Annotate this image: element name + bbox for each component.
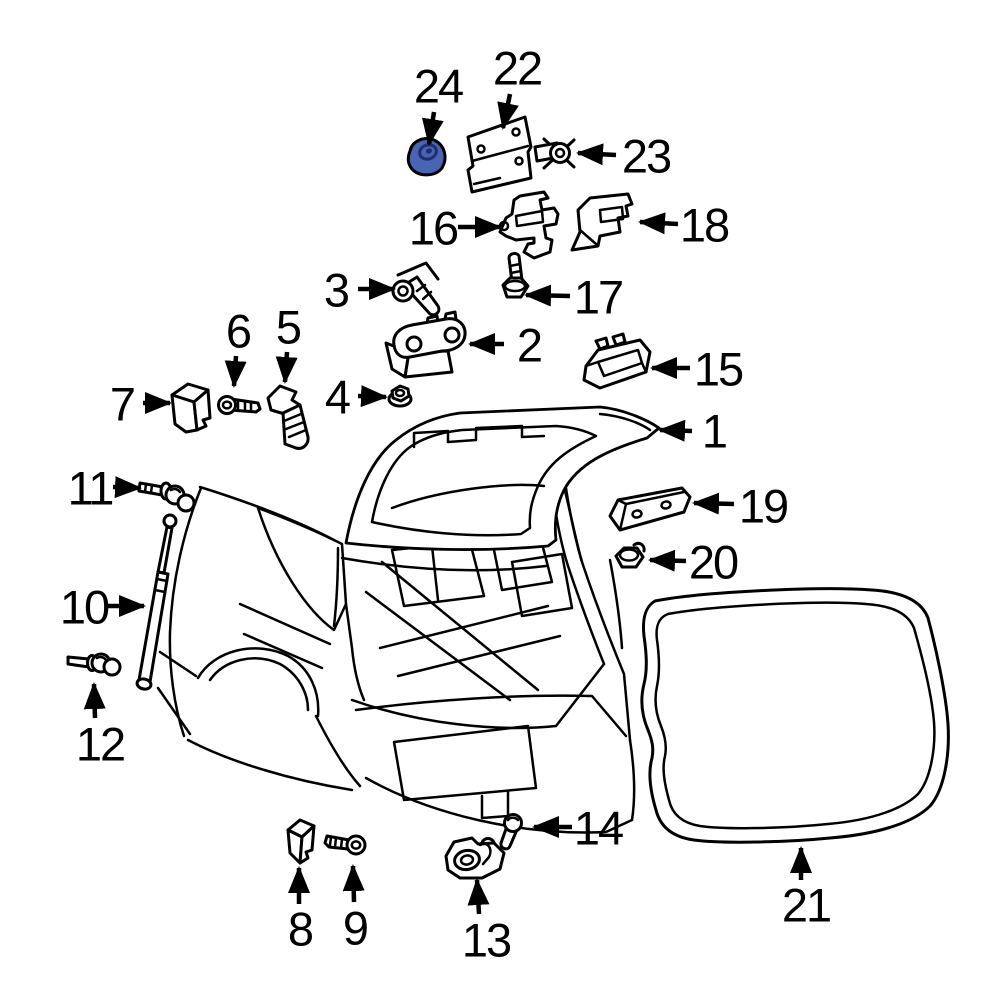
part-22-bracket-plate-icon — [466, 115, 533, 194]
callout-arrow-22 — [497, 93, 519, 130]
part-13-latch-striker-icon — [444, 836, 506, 880]
part-4-flanged-nut-icon — [387, 384, 413, 408]
callout-arrow-24 — [421, 111, 444, 146]
part-9-screw-icon — [323, 834, 367, 856]
callout-arrow-4 — [357, 385, 388, 408]
part-2-hinge-icon — [384, 310, 467, 379]
part-16-latch-assembly-icon — [498, 190, 560, 260]
callout-number-11: 11 — [68, 462, 113, 515]
callout-number-9: 9 — [343, 902, 367, 955]
callout-number-10: 10 — [60, 581, 109, 634]
callout-number-5: 5 — [276, 301, 301, 354]
callout-number-17: 17 — [574, 271, 622, 324]
part-8-wedge-block-icon — [286, 818, 316, 865]
part-19-striker-bar-icon — [608, 486, 692, 532]
callout-arrow-5 — [275, 351, 298, 384]
callout-number-22: 22 — [493, 42, 541, 95]
callout-number-23: 23 — [622, 130, 671, 183]
callout-number-21: 21 — [782, 879, 830, 932]
callout-number-24: 24 — [414, 60, 463, 113]
callout-arrow-23 — [576, 143, 617, 166]
callout-arrow-11 — [112, 476, 142, 499]
callout-number-6: 6 — [226, 305, 251, 358]
callout-arrow-17 — [524, 284, 571, 307]
callout-arrow-9 — [342, 864, 365, 903]
callout-arrow-12 — [83, 682, 106, 719]
callout-arrow-13 — [467, 878, 490, 915]
part-3-bolt-with-clip-icon — [391, 261, 441, 317]
callout-number-13: 13 — [462, 914, 511, 967]
part-17-stud-bolt-icon — [501, 252, 530, 299]
part-18-bracket-icon — [570, 192, 634, 252]
part-10-gas-strut-icon — [135, 513, 178, 691]
callout-arrow-6 — [224, 355, 247, 388]
callout-arrow-20 — [648, 549, 687, 572]
part-24-grommet-icon — [406, 137, 447, 177]
part-12-ball-stud-icon — [66, 652, 122, 677]
part-20-hex-nut-icon — [614, 541, 646, 569]
part-7-wedge-block-icon — [170, 382, 212, 434]
callout-arrow-1 — [658, 419, 693, 442]
part-14-shoulder-bolt-icon — [499, 813, 523, 851]
callout-number-3: 3 — [324, 264, 349, 317]
callout-number-20: 20 — [689, 536, 738, 589]
callout-number-19: 19 — [739, 480, 787, 533]
vehicle-body-drawing — [156, 418, 636, 834]
callout-number-18: 18 — [680, 199, 729, 252]
part-11-ball-stud-clip-icon — [137, 481, 196, 513]
callout-number-2: 2 — [517, 319, 541, 372]
callout-number-14: 14 — [574, 802, 623, 855]
callout-number-16: 16 — [409, 202, 458, 255]
callout-number-1: 1 — [702, 405, 726, 458]
part-1-liftgate-panel-icon — [344, 405, 661, 551]
part-23-barrel-pin-icon — [533, 137, 576, 170]
callout-arrow-18 — [638, 212, 679, 235]
part-5-bumper-stop-icon — [266, 384, 310, 450]
callout-number-15: 15 — [694, 343, 743, 396]
callout-number-12: 12 — [76, 718, 124, 771]
callout-number-4: 4 — [325, 371, 350, 424]
callout-number-8: 8 — [288, 903, 313, 956]
part-6-screw-icon — [217, 395, 262, 415]
callout-number-7: 7 — [110, 378, 134, 431]
callout-arrow-19 — [692, 492, 735, 515]
part-21-weatherstrip-seal-icon — [640, 587, 950, 844]
part-15-handle-bezel-icon — [582, 332, 652, 390]
